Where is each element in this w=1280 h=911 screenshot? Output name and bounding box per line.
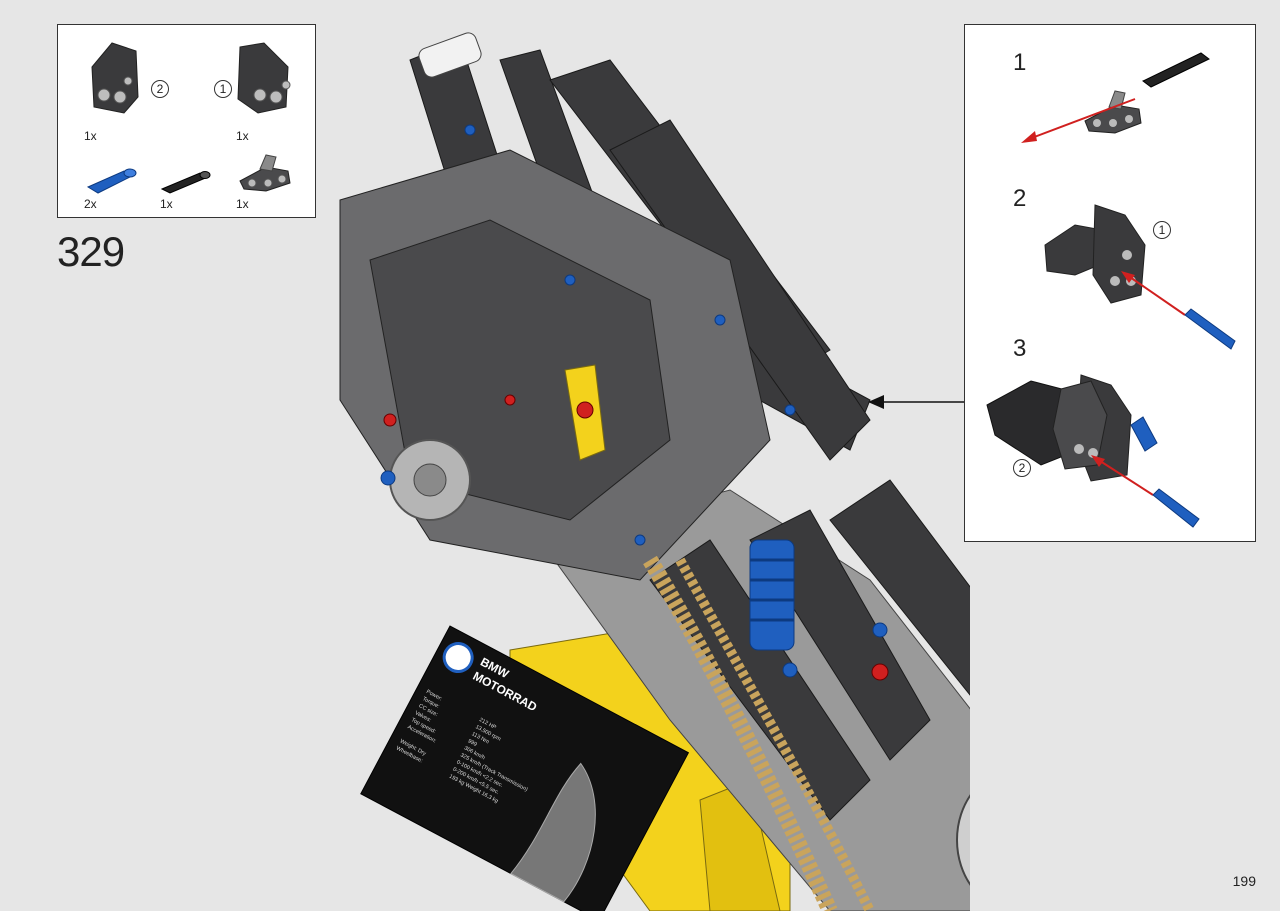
part-qty: 1x	[160, 197, 173, 211]
motorcycle-frame-model: BMW MOTORRAD Power: Torque: CC size: Val…	[339, 32, 970, 911]
part-ref-circle: 1	[214, 80, 232, 98]
parts-list-box: 2 1x 1 1x 2x 1x 1x	[57, 24, 316, 218]
substep-3-illustration	[986, 374, 1200, 528]
dark-panel-part-icon	[237, 42, 291, 114]
substep-ref-circle: 1	[1153, 221, 1171, 239]
spec-value: 999	[467, 738, 478, 748]
substep-1-illustration	[1021, 52, 1210, 143]
callout-pointer-arrow	[868, 395, 964, 409]
part-ref-circle: 2	[151, 80, 169, 98]
bmw-info-plaque: BMW MOTORRAD Power: Torque: CC size: Val…	[360, 625, 690, 911]
part-qty: 1x	[236, 129, 249, 143]
dark-panel-part-icon	[91, 42, 139, 114]
part-qty: 1x	[84, 129, 97, 143]
sub-assembly-callout: 1 2 1 3 2	[964, 24, 1256, 542]
substep-ref-circle: 2	[1013, 459, 1031, 477]
red-pins	[383, 394, 889, 681]
grey-connector-icon	[239, 154, 291, 192]
part-qty: 1x	[236, 197, 249, 211]
substep-number: 2	[1013, 185, 1027, 212]
step-number: 329	[57, 228, 125, 275]
blue-pin-icon	[86, 168, 137, 194]
part-qty: 2x	[84, 197, 97, 211]
substep-2-illustration	[1044, 204, 1236, 350]
page-number: 199	[1232, 873, 1256, 889]
substep-number: 1	[1013, 49, 1027, 76]
substep-number: 3	[1013, 335, 1027, 362]
black-pin-icon	[160, 171, 211, 194]
plaque-spec-labels: Power: Torque: CC size: Valves: Top spee…	[395, 689, 443, 765]
brake-disc	[956, 794, 970, 886]
blue-pins	[380, 124, 888, 678]
blue-shock-spring	[749, 539, 795, 651]
